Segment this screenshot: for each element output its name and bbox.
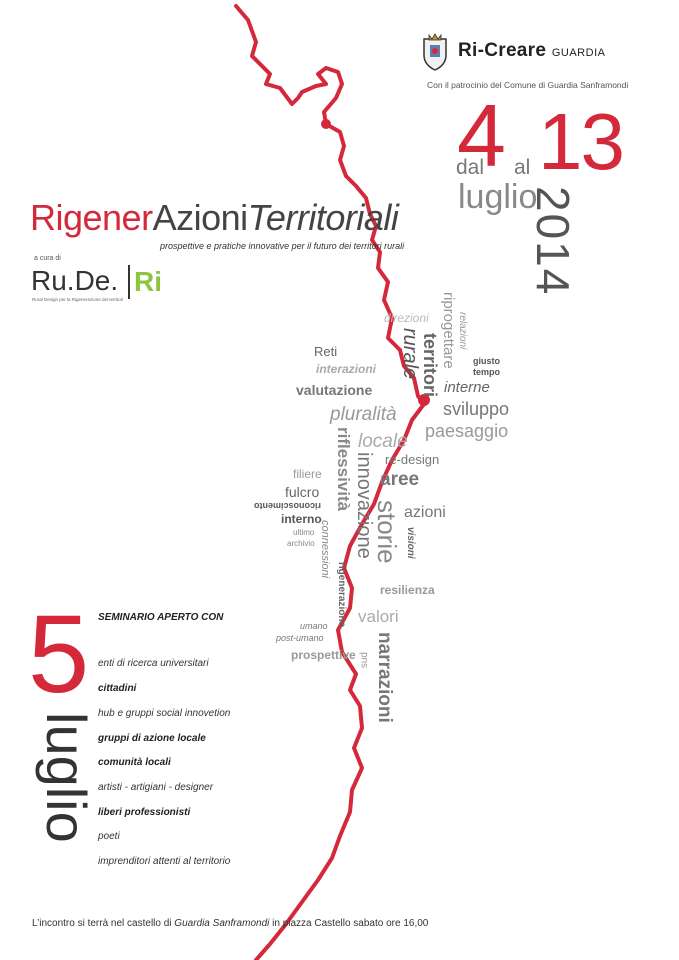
word-rigenerazione: rigenerazione <box>336 562 347 628</box>
year-label: 2014 <box>527 186 579 297</box>
footer-place: Guardia Sanframondi <box>174 918 270 929</box>
title-part-territoriali: Territoriali <box>247 197 399 238</box>
rude-logo-ri: Ri <box>134 266 162 297</box>
start-day: 4 <box>457 86 506 185</box>
participant-item: poeti <box>98 831 120 842</box>
title-part-rigener: Rigener <box>30 197 153 238</box>
participant-item: liberi professionisti <box>98 807 191 818</box>
word-sviluppo: sviluppo <box>443 399 510 419</box>
word-aree: aree <box>380 469 420 490</box>
word-re-design: re-design <box>385 452 440 467</box>
word-fulcro: fulcro <box>285 484 320 500</box>
rude-logo-divider <box>128 265 158 299</box>
seminar-heading: SEMINARIO APERTO CON <box>98 612 224 623</box>
word-umano: umano <box>300 621 328 631</box>
word-visioni: visioni <box>405 527 416 559</box>
word-locale: locale <box>358 431 408 452</box>
word-valutazione: valutazione <box>296 382 373 398</box>
word-valori: valori <box>358 607 399 626</box>
seminar-day: 5 <box>28 593 90 716</box>
footer-note: L’incontro si terrà nel castello di Guar… <box>32 918 428 929</box>
participant-item: artisti - artigiani - designer <box>98 782 214 793</box>
word-reti: Reti <box>314 344 338 359</box>
word-prospettive: prospettive <box>291 648 356 662</box>
brand-name: Ri-Creare <box>458 40 547 61</box>
word-sud: sud <box>359 652 370 669</box>
patronage-text: Con il patrocinio del Comune di Guardia … <box>427 80 629 90</box>
word-storie: storie <box>372 500 402 564</box>
al-label: al <box>514 156 531 179</box>
brand-location: GUARDIA <box>551 47 606 59</box>
word-narrazioni: narrazioni <box>374 632 395 723</box>
participant-item: hub e gruppi social innovetion <box>98 708 231 719</box>
month-label: luglio <box>458 178 538 216</box>
word-riflessivita: riflessività <box>334 427 353 512</box>
word-resilienza: resilienza <box>380 583 435 597</box>
word-azioni: azioni <box>404 504 446 521</box>
word-giusto: giusto <box>473 356 500 366</box>
end-day: 13 <box>538 97 625 186</box>
footer-text-before: L’incontro si terrà nel castello di <box>32 918 175 929</box>
footer-text-after: in piazza Castello sabato ore 16,00 <box>269 918 429 929</box>
word-direzioni: direzioni <box>384 311 429 325</box>
participant-item: imprenditori attenti al territorio <box>98 856 231 867</box>
word-interazioni: interazioni <box>316 362 377 376</box>
word-rurale: rurale <box>399 328 421 380</box>
word-innovazione: innovazione <box>353 452 375 559</box>
participant-item: enti di ricerca universitari <box>98 658 209 669</box>
title-part-azioni: Azioni <box>152 197 249 238</box>
participant-item: gruppi di azione locale <box>98 733 206 744</box>
participant-item: cittadini <box>98 683 137 694</box>
word-riconoscimento: riconoscimento <box>254 501 322 511</box>
word-archivio: archivio <box>287 539 315 548</box>
dal-label: dal <box>456 156 485 179</box>
word-tempo: tempo <box>473 367 500 377</box>
word-riprogettare: riprogettare <box>440 292 457 369</box>
participant-item: comunità locali <box>98 757 171 768</box>
comune-crest-icon <box>423 33 447 71</box>
word-connessioni: connessioni <box>319 520 331 579</box>
word-relazioni: relazioni <box>457 312 468 350</box>
word-paesaggio: paesaggio <box>425 421 509 441</box>
word-interno: interno <box>281 512 322 526</box>
event-title: RigenerAzioniTerritoriali <box>30 197 399 238</box>
word-post-umano: post-umano <box>276 633 324 643</box>
event-subtitle: prospettive e pratiche innovative per il… <box>160 241 405 251</box>
rude-logo-text: Ru.De. <box>31 265 119 296</box>
word-ultimo: ultimo <box>293 528 315 537</box>
word-territori: territori <box>420 333 440 398</box>
word-filiere: filiere <box>293 467 322 481</box>
word-interne: interne <box>444 379 490 396</box>
curator-label: a cura di <box>34 255 61 262</box>
rude-logo-subtitle: Rural Design per la Rigenerazione dei te… <box>32 297 124 302</box>
seminar-month: luglio <box>35 712 98 843</box>
ri-creare-logo: Ri-Creare GUARDIA <box>458 40 605 62</box>
word-pluralita: pluralità <box>330 404 397 425</box>
